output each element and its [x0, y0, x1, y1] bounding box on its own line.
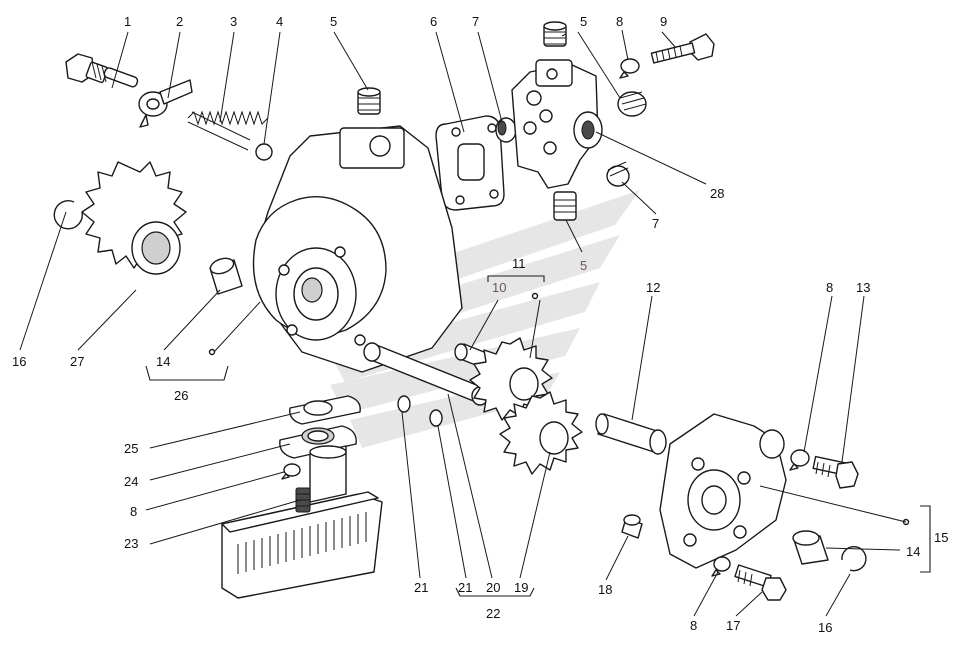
callout-7: 7: [472, 14, 479, 29]
tab-washer-part: [138, 79, 193, 128]
plug-bolt-part: [65, 53, 139, 88]
gear-lower-part: [499, 391, 583, 475]
circlip-part: [53, 200, 83, 230]
flange-gasket-part: [289, 395, 361, 425]
callout-18: 18: [598, 582, 612, 597]
callout-3: 3: [230, 14, 237, 29]
callout-16: 16: [818, 620, 832, 635]
spring-part: [187, 110, 269, 151]
ball-part: [255, 143, 273, 161]
callout-24: 24: [124, 474, 138, 489]
callout-7: 7: [652, 216, 659, 231]
callout-14: 14: [156, 354, 170, 369]
callout-13: 13: [856, 280, 870, 295]
bolt-part: [812, 455, 859, 489]
callout-17: 17: [726, 618, 740, 633]
threaded-plug-part: [543, 21, 567, 47]
bolt-part: [734, 564, 787, 601]
callout-8: 8: [826, 280, 833, 295]
callout-12: 12: [646, 280, 660, 295]
callout-16: 16: [12, 354, 26, 369]
callout-11: 11: [512, 256, 526, 271]
callout-9: 9: [660, 14, 667, 29]
woodruff-key-part: [397, 395, 411, 413]
circlip-part: [841, 545, 867, 572]
callout-14: 14: [906, 544, 920, 559]
bushing-part: [792, 530, 829, 565]
woodruff-key-part: [429, 409, 443, 427]
callout-5: 5: [580, 14, 587, 29]
callout-22: 22: [486, 606, 500, 621]
drive-shaft-part: [363, 342, 489, 406]
callout-5: 5: [580, 258, 587, 273]
dowel-pin-part: [621, 514, 643, 539]
bushing-part: [209, 257, 243, 295]
callout-15: 15: [934, 530, 948, 545]
callout-2: 2: [176, 14, 183, 29]
group-braces: [145, 275, 931, 597]
threaded-plug-part: [617, 91, 647, 117]
bolt-part: [650, 33, 715, 64]
gasket-part: [435, 115, 505, 211]
threaded-plug-part: [553, 191, 577, 221]
callout-1: 1: [124, 14, 131, 29]
lock-washer-part: [281, 463, 301, 480]
flange-seal-part: [279, 425, 357, 459]
callout-20: 20: [486, 580, 500, 595]
pump-cover-part: [659, 413, 910, 569]
valve-body-part: [511, 59, 603, 189]
callout-26: 26: [174, 388, 188, 403]
leader-lines: [19, 29, 907, 617]
callout-labels: 1 2 3 4 5 6 7 5 8 9 28 7 5 16 27 14 26 1…: [12, 14, 948, 635]
threaded-plug-part: [357, 87, 381, 115]
callout-8: 8: [690, 618, 697, 633]
sealing-plug-part: [606, 161, 630, 187]
callout-8: 8: [130, 504, 137, 519]
callout-27: 27: [70, 354, 84, 369]
callout-6: 6: [430, 14, 437, 29]
callout-4: 4: [276, 14, 283, 29]
callout-10: 10: [492, 280, 506, 295]
guide-pin-part: [595, 413, 667, 455]
callout-21: 21: [414, 580, 428, 595]
callout-8: 8: [616, 14, 623, 29]
callout-21: 21: [458, 580, 472, 595]
callout-19: 19: [514, 580, 528, 595]
sealing-plug-part: [495, 117, 517, 143]
lock-washer-part: [711, 556, 731, 577]
pump-housing-part: [208, 125, 463, 373]
callout-23: 23: [124, 536, 138, 551]
lock-washer-part: [619, 58, 640, 79]
oil-strainer-part: [221, 445, 383, 599]
sprocket-gear-part: [81, 161, 187, 275]
callout-25: 25: [124, 441, 138, 456]
callout-5: 5: [330, 14, 337, 29]
callout-28: 28: [710, 186, 724, 201]
lock-washer-part: [789, 449, 810, 471]
